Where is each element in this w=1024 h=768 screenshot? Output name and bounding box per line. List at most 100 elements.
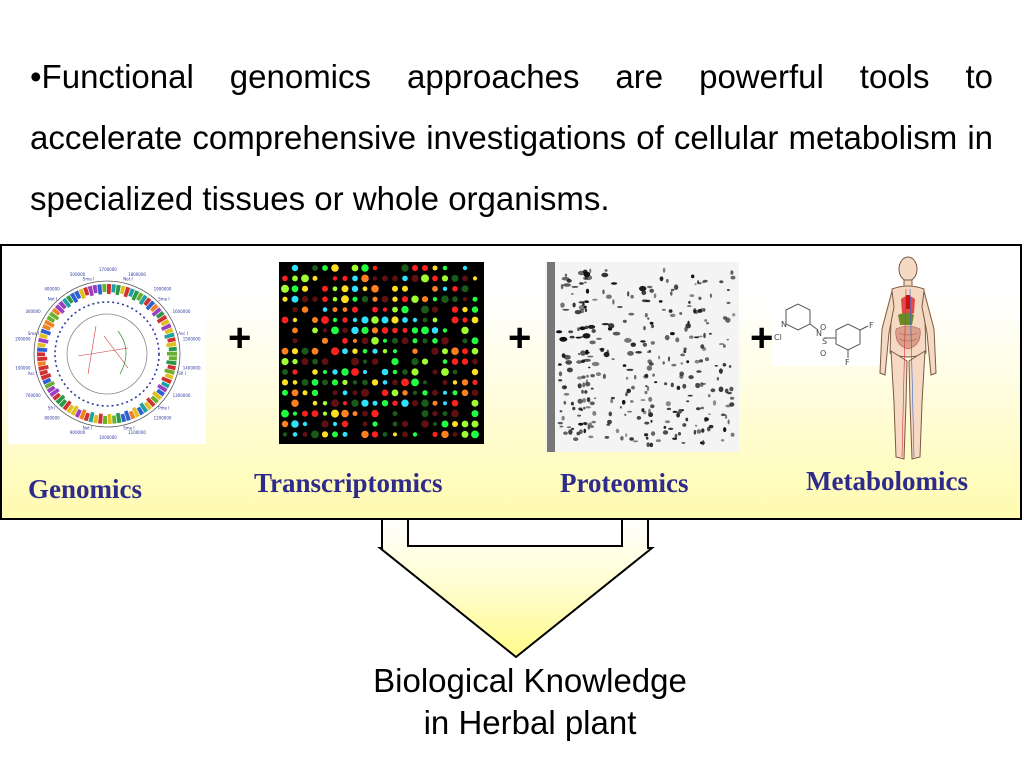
microarray-spot: [332, 369, 337, 374]
microarray-spot: [413, 338, 418, 343]
gel-spot: [592, 329, 596, 333]
microarray-spot: [392, 380, 398, 386]
microarray-spot: [422, 390, 427, 395]
microarray-spot: [351, 368, 359, 376]
genome-tick-label: 1600000: [173, 309, 191, 314]
gel-spot: [588, 325, 595, 329]
atom-o2-label: O: [820, 349, 826, 358]
microarray-spot: [312, 296, 318, 302]
gel-spot: [646, 300, 651, 302]
microarray-spot: [452, 358, 459, 365]
gel-spot: [683, 350, 686, 353]
gel-spot: [589, 269, 591, 274]
genome-tick-label: 1900000: [154, 287, 172, 292]
microarray-spot: [362, 296, 368, 302]
gel-marker-lane: [547, 262, 555, 452]
microarray-spot: [291, 400, 298, 407]
microarray-spot: [411, 368, 418, 375]
microarray-spot: [472, 410, 479, 417]
gel-spot: [584, 300, 588, 302]
microarray-spot: [443, 359, 448, 364]
genome-ring-segment: [108, 414, 112, 424]
microarray-spot: [443, 411, 448, 416]
microarray-spot: [423, 380, 427, 384]
gel-spot: [704, 417, 709, 421]
microarray-spot: [412, 327, 418, 333]
gel-spot: [625, 433, 627, 437]
gel-spot: [650, 443, 654, 447]
gel-spot: [634, 375, 636, 380]
gel-spot: [567, 368, 573, 373]
genome-site-label: Sma I: [83, 277, 94, 282]
microarray-spot: [402, 276, 408, 282]
gel-spot: [589, 341, 595, 345]
microarray-spot: [332, 431, 338, 437]
gel-spot: [602, 290, 604, 295]
microarray-spot: [432, 276, 438, 282]
microarray-spot: [292, 296, 299, 303]
genome-site-label: Sma I: [123, 425, 134, 430]
microarray-spot: [302, 286, 308, 292]
genome-ring-segment: [37, 352, 45, 356]
genome-tick-label: 700000: [25, 393, 41, 398]
microarray-spot: [331, 327, 339, 335]
atom-cl-label: Cl: [774, 333, 782, 342]
gel-spot: [691, 275, 694, 279]
microarray-spot: [302, 379, 309, 386]
microarray-spot: [393, 422, 398, 427]
gel-spot: [687, 305, 692, 307]
microarray-spot: [333, 422, 337, 426]
gel-spot: [590, 374, 595, 377]
microarray-spot: [312, 359, 318, 365]
plus-sign-3: +: [750, 318, 773, 358]
gel-spot: [731, 276, 736, 280]
gel-spot: [585, 350, 589, 355]
microarray-spot: [472, 317, 479, 324]
microarray-spot: [312, 379, 319, 386]
microarray-spot: [442, 348, 448, 354]
gel-spot: [715, 365, 719, 367]
gel-spot: [680, 354, 685, 357]
gel-spot: [578, 353, 580, 355]
plus-sign-2: +: [508, 318, 531, 358]
microarray-spot: [472, 380, 477, 385]
gel-spot: [644, 422, 649, 425]
gel-spot: [588, 423, 592, 426]
gel-spot: [683, 348, 686, 351]
gel-spot: [729, 365, 732, 368]
gel-spot: [695, 360, 700, 364]
gel-spot: [583, 407, 586, 410]
gel-spot: [647, 286, 652, 289]
gel-spot: [709, 333, 712, 335]
microarray-spot: [383, 339, 387, 343]
genome-ring-segment: [166, 342, 176, 347]
gel-spot: [699, 359, 703, 362]
gel-spot: [694, 430, 696, 435]
microarray-spot: [392, 328, 398, 334]
microarray-spot: [441, 295, 449, 303]
microarray-spot: [302, 296, 309, 303]
gel-spot: [587, 356, 593, 358]
microarray-spot: [462, 421, 469, 428]
microarray-spot: [462, 307, 467, 312]
microarray-spot: [473, 297, 478, 302]
microarray-spot: [402, 296, 408, 302]
gel-spot: [708, 413, 710, 415]
microarray-spot: [452, 317, 459, 324]
microarray-spot: [342, 317, 347, 322]
gel-spot: [679, 374, 683, 379]
gel-spot: [667, 408, 671, 410]
gel-spot: [688, 301, 690, 304]
gel-spot: [645, 391, 648, 394]
gel-spot: [571, 402, 574, 406]
gel-spot: [682, 423, 686, 427]
gel-spot: [560, 303, 564, 308]
microarray-spot: [341, 295, 349, 303]
microarray-spot: [462, 317, 467, 322]
gel-spot: [588, 436, 593, 439]
microarray-spot: [293, 412, 297, 416]
gel-spot: [626, 389, 631, 394]
gel-spot: [562, 309, 569, 311]
microarray-spot: [352, 297, 357, 302]
microarray-spot: [372, 379, 378, 385]
